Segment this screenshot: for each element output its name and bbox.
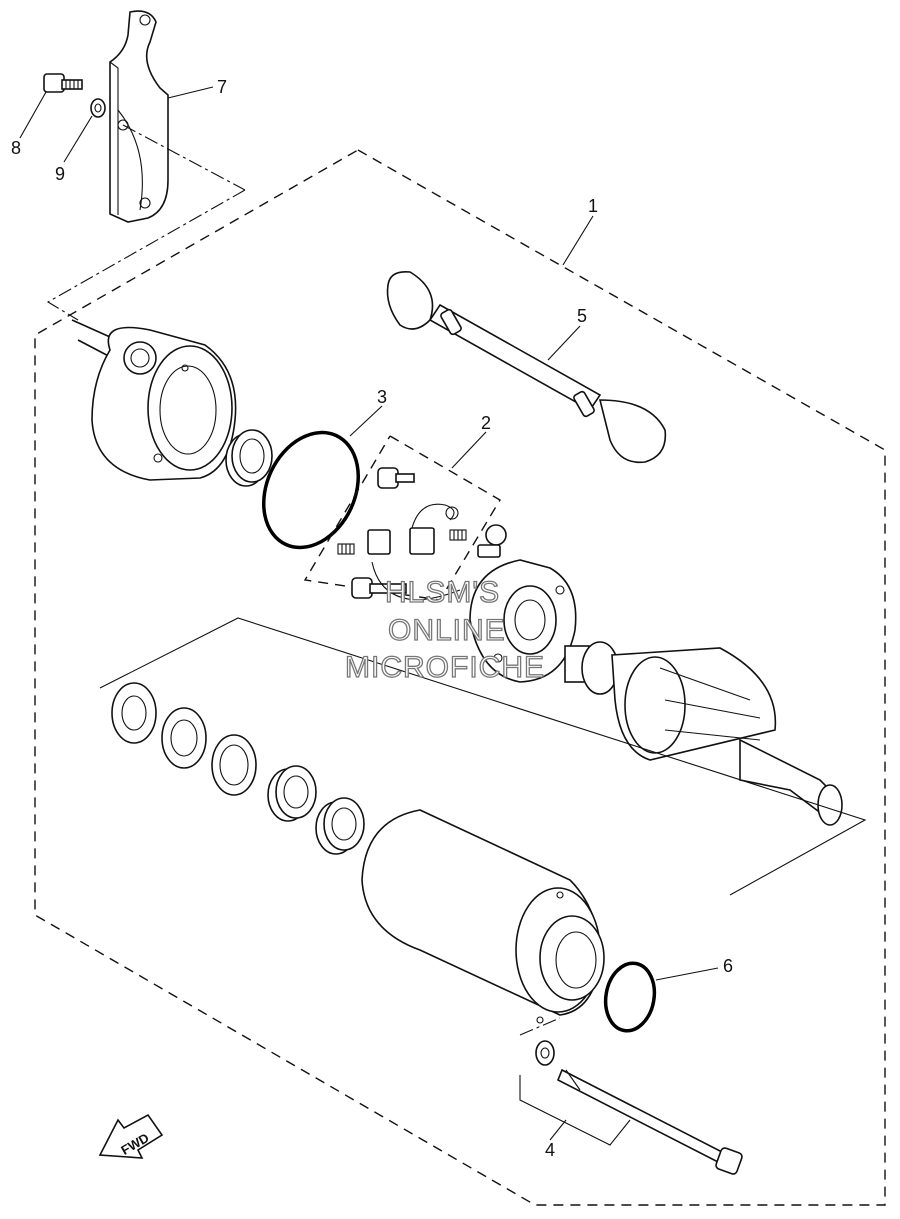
callout-7: 7 — [217, 77, 227, 97]
brush-holder-kit — [303, 435, 501, 601]
leader-lines — [19, 86, 719, 1141]
brush-right — [409, 527, 435, 555]
bearing — [267, 765, 317, 822]
callout-2: 2 — [481, 413, 491, 433]
shim-washer-1 — [111, 682, 157, 744]
callout-6: 6 — [723, 956, 733, 976]
bushing — [225, 429, 273, 487]
callout-9: 9 — [55, 164, 65, 184]
through-bolt-set — [519, 1017, 743, 1175]
watermark: HLSM'S ONLINE MICROFICHE — [344, 575, 545, 684]
armature — [564, 641, 843, 826]
shaft-rod-5 — [386, 270, 667, 464]
brush-screw — [377, 467, 415, 489]
brush-spring-left — [337, 543, 355, 555]
o-ring-3 — [261, 430, 361, 550]
needle-bearing — [315, 797, 365, 855]
shim-washer-3 — [211, 734, 257, 796]
o-ring-6 — [603, 961, 657, 1033]
bolt-8 — [43, 73, 83, 93]
yoke-housing — [361, 809, 605, 1024]
mounting-bracket — [46, 10, 246, 321]
lower-group-outline — [99, 617, 867, 896]
callout-4: 4 — [545, 1140, 555, 1160]
callout-1: 1 — [588, 196, 598, 216]
brush-left — [367, 529, 391, 555]
washer-9 — [90, 98, 106, 118]
brush-spring-right — [449, 529, 467, 541]
watermark-line-3: MICROFICHE — [345, 651, 545, 684]
watermark-line-2: ONLINE — [388, 614, 506, 647]
callout-8: 8 — [11, 138, 21, 158]
watermark-line-1: HLSM'S — [385, 576, 500, 609]
front-cover — [71, 319, 237, 481]
fwd-direction-arrow: FWD — [98, 1113, 164, 1159]
brush-plate — [469, 524, 577, 683]
callouts: 1 2 3 4 5 6 7 8 9 — [11, 77, 733, 1160]
callout-3: 3 — [377, 387, 387, 407]
shim-washer-2 — [161, 707, 207, 769]
callout-5: 5 — [577, 306, 587, 326]
terminal-bolt — [351, 577, 407, 599]
